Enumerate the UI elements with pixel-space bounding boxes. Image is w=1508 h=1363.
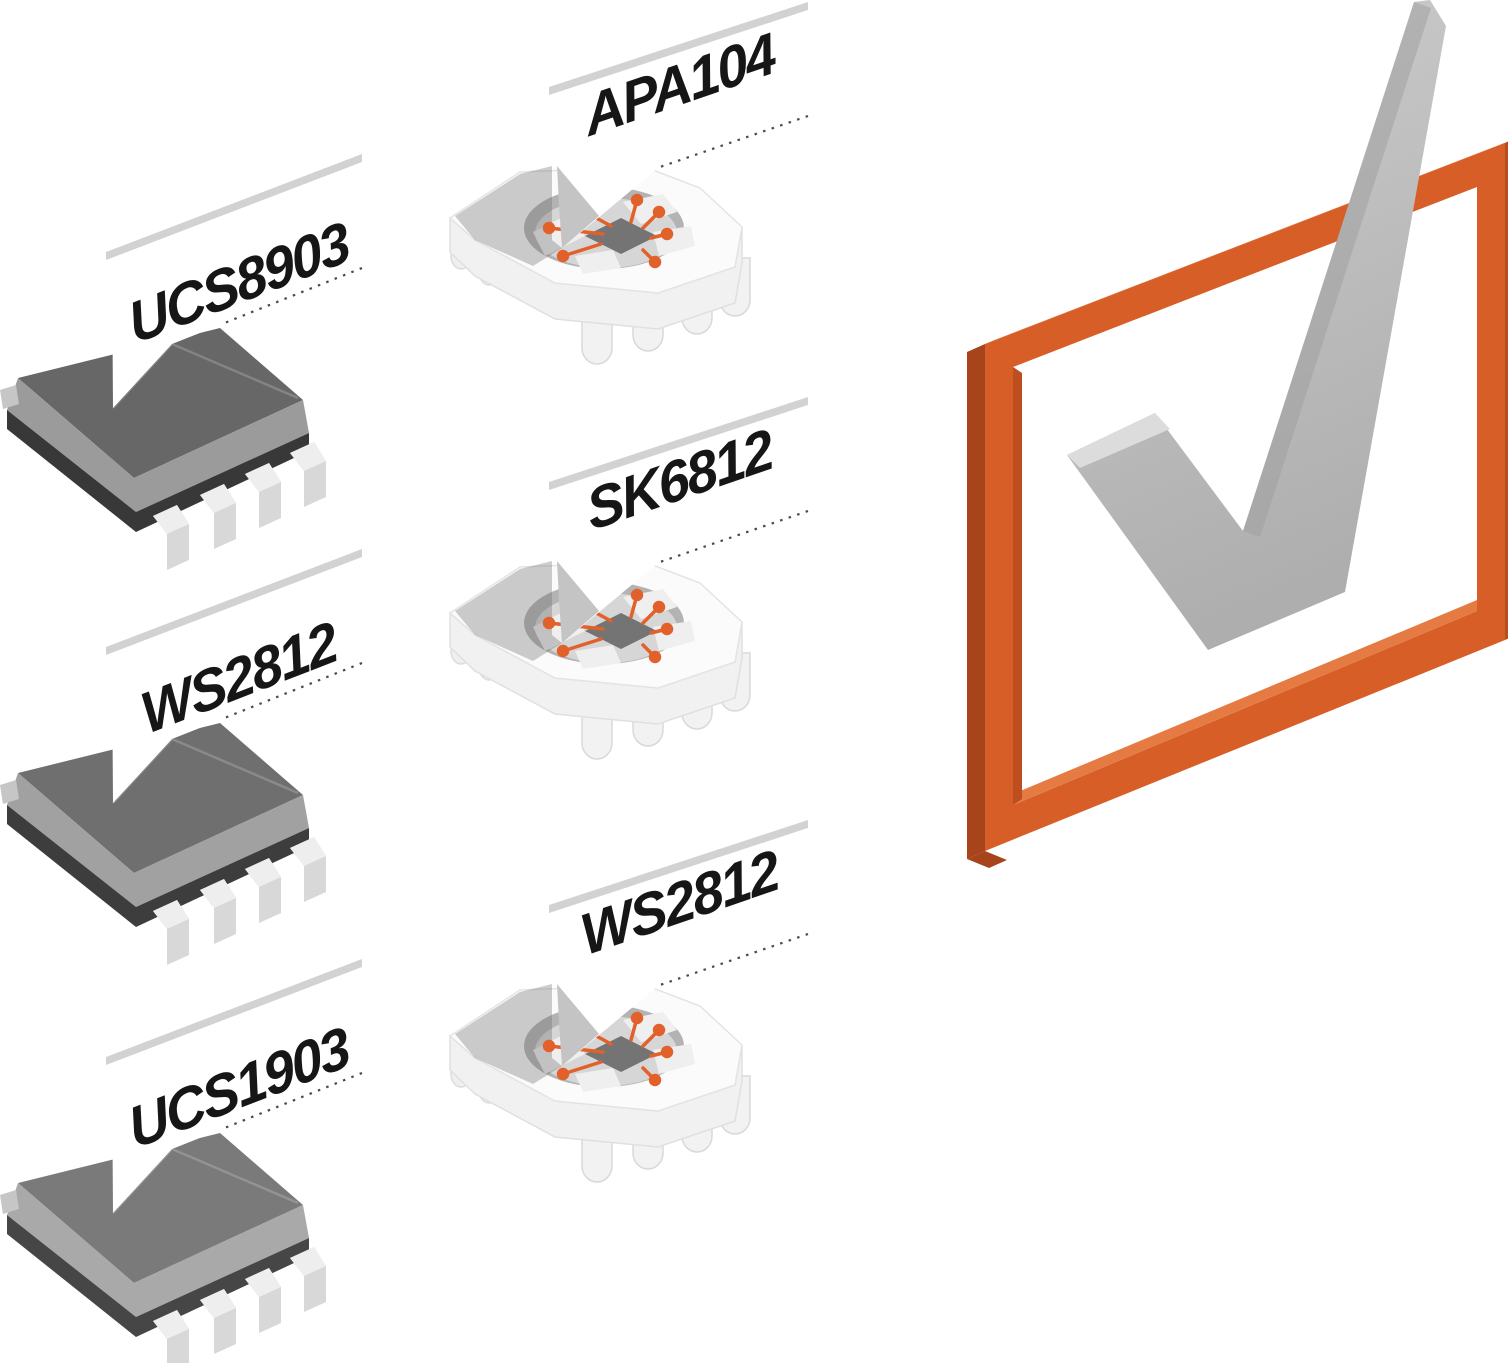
flag-board <box>112 163 362 408</box>
chip-pin-highlight <box>200 879 236 908</box>
bond-wire-pad-dot <box>652 1023 666 1037</box>
bond-wire-pad-dot <box>542 1039 556 1053</box>
chip-pin-highlight <box>245 1268 281 1297</box>
unit-led-apa104: APA104 <box>448 2 809 365</box>
unit-led-sk6812: SK6812 <box>448 397 809 760</box>
bond-wire <box>561 242 603 258</box>
chip-bevel-face <box>7 378 309 512</box>
smd-led-illustration <box>448 561 751 760</box>
flag-pointer-shaded <box>557 561 599 643</box>
bond-wire-pad-dot <box>648 255 662 269</box>
unit-chip-ucs1903: UCS1903 <box>0 959 363 1363</box>
led-die <box>585 218 657 254</box>
chip-pin-highlight <box>200 484 236 513</box>
soic-chip-illustration <box>0 328 326 570</box>
flag-board <box>553 405 808 643</box>
bond-wire-pad-dot <box>630 588 644 602</box>
frame-left-shadow-face <box>967 344 985 859</box>
flag-top-edge <box>549 397 808 490</box>
chip-pin-highlight <box>153 1310 189 1339</box>
chip-pin-highlight <box>153 505 189 534</box>
bond-wire-pad-dot <box>630 193 644 207</box>
chip-pins <box>153 837 326 965</box>
chip-top-face <box>18 328 303 478</box>
led-die <box>585 613 657 649</box>
chip-base-face <box>7 1215 309 1337</box>
flag-top-edge <box>106 959 362 1065</box>
flag-board <box>112 968 362 1213</box>
chip-pin-highlight <box>153 900 189 929</box>
led-pad <box>575 645 621 669</box>
flag-board <box>553 10 808 248</box>
soic-chip-illustration <box>0 723 326 965</box>
bond-wire-pad-dot <box>630 1011 644 1025</box>
bond-wire-pad-dot <box>652 205 666 219</box>
checkmark-tip-highlight-facet <box>1067 413 1170 468</box>
flag-cast-shadow <box>455 561 562 661</box>
frame-inner-bevel-bottom <box>1013 600 1477 805</box>
chip-pin-highlight <box>200 1289 236 1318</box>
chip-bevel-face <box>7 1183 309 1317</box>
bond-wire-pad-dot <box>660 1045 674 1059</box>
bond-wire-pad-dot <box>542 616 556 630</box>
flag-board <box>553 828 808 1066</box>
flag-top-edge <box>549 820 808 913</box>
checkbox-icon[interactable] <box>950 0 1508 880</box>
flag-top-edge <box>549 2 808 95</box>
chip-left-stub-pin <box>0 780 19 804</box>
checkbox-frame <box>967 141 1508 868</box>
smd-led-illustration <box>448 984 751 1183</box>
frame-bottom-left-shadow-wedge <box>967 851 1007 868</box>
chip-base-face <box>7 805 309 927</box>
checkmark-icon <box>1067 0 1446 650</box>
flag-cast-shadow <box>455 166 562 266</box>
bond-wire <box>561 637 603 653</box>
chip-pin-highlight <box>290 442 326 471</box>
label-flag: SK6812 <box>549 397 809 643</box>
bond-wire <box>561 1060 603 1076</box>
bond-wire-pad-dot <box>660 227 674 241</box>
bond-wire-pad-dot <box>542 221 556 235</box>
bond-wire-pad-dot <box>648 1073 662 1087</box>
led-die <box>585 1036 657 1072</box>
chip-pin-highlight <box>245 858 281 887</box>
chip-pin-highlight <box>290 837 326 866</box>
bond-wire-pad-dot <box>556 644 570 658</box>
bond-wires <box>542 1011 674 1087</box>
frame-right-shadow-face <box>1505 141 1508 640</box>
chip-left-stub-pin <box>0 1190 19 1214</box>
bond-wire-pad-dot <box>660 622 674 636</box>
unit-led-ws2812: WS2812 <box>448 820 809 1183</box>
chip-base-face <box>7 410 309 532</box>
chip-pins <box>153 442 326 570</box>
checkmark-inner-shadow <box>1243 2 1431 537</box>
flag-pointer-shaded <box>557 984 599 1066</box>
soic-chip-illustration <box>0 1133 326 1363</box>
flag-top-edge <box>106 549 362 655</box>
chip-bevel-face <box>7 773 309 907</box>
chip-pin-highlight <box>245 463 281 492</box>
bond-wire-pad-dot <box>648 650 662 664</box>
flag-pointer-shaded <box>557 166 599 248</box>
chip-top-face <box>18 1133 303 1283</box>
frame-main-face <box>985 143 1505 851</box>
flag-top-edge <box>106 154 362 260</box>
led-pad <box>575 1068 621 1092</box>
frame-inner-bevel-left <box>1013 367 1022 805</box>
led-pad <box>575 250 621 274</box>
chip-pin-highlight <box>290 1247 326 1276</box>
frame-top-highlight-face <box>985 141 1508 344</box>
checkmark-shape <box>1067 0 1446 650</box>
chip-left-stub-pin <box>0 385 19 409</box>
flag-cast-shadow <box>455 984 562 1084</box>
chip-pins <box>153 1247 326 1363</box>
unit-chip-ws2812: WS2812 <box>0 549 363 965</box>
flag-board <box>112 558 362 803</box>
unit-chip-ucs8903: UCS8903 <box>0 154 363 570</box>
bond-wire-pad-dot <box>556 249 570 263</box>
chip-top-face <box>18 723 303 873</box>
led-lead-frame-pads <box>533 589 695 669</box>
bond-wire-pad-dot <box>556 1067 570 1081</box>
bond-wire-pad-dot <box>652 600 666 614</box>
